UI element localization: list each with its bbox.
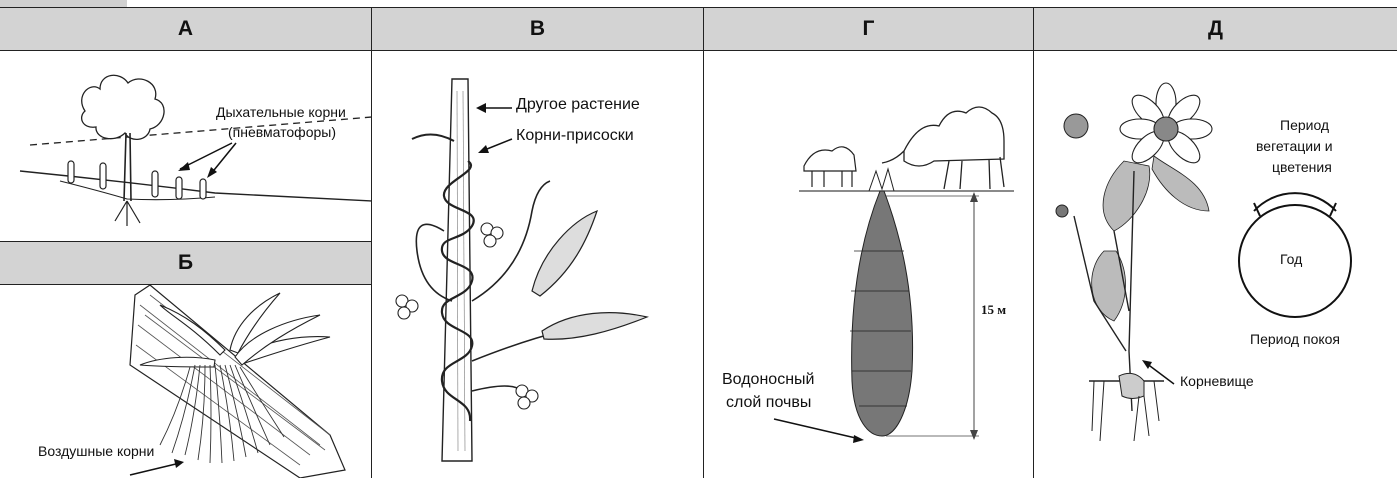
panel-d: Д xyxy=(1034,7,1397,478)
panel-a-header: А xyxy=(0,7,371,51)
panel-b-header: Б xyxy=(0,241,371,285)
panel-a: А Дыхательные корни (пневматофоры) xyxy=(0,7,372,241)
label-aquifer-line1: Водоносный xyxy=(722,371,814,389)
label-year: Год xyxy=(1280,251,1302,267)
label-period-line3: цветения xyxy=(1272,159,1332,175)
label-rest-period: Период покоя xyxy=(1250,331,1340,347)
label-period-line1: Период xyxy=(1280,117,1329,133)
label-breathing-roots: Дыхательные корни xyxy=(216,104,346,120)
label-rhizome: Корневище xyxy=(1180,373,1254,389)
label-pneumatophores: (пневматофоры) xyxy=(228,124,336,140)
panel-v-header: В xyxy=(372,7,703,51)
panel-b: Б Воздушные корни xyxy=(0,241,372,478)
adonis-illustration xyxy=(1034,51,1397,478)
panel-g-header: Г xyxy=(704,7,1033,51)
label-other-plant: Другое растение xyxy=(516,96,640,114)
panel-v: В Другое растение Корни-присоски xyxy=(372,7,704,478)
camelthorn-illustration xyxy=(704,51,1034,478)
mangrove-illustration xyxy=(0,51,372,241)
label-suckers: Корни-присоски xyxy=(516,127,634,145)
label-aerial-roots: Воздушные корни xyxy=(38,443,154,459)
panel-g: Г 15 м Водоносный слой почвы xyxy=(704,7,1034,478)
label-depth: 15 м xyxy=(981,302,1006,318)
label-period-line2: вегетации и xyxy=(1256,138,1333,154)
label-aquifer-line2: слой почвы xyxy=(726,394,811,412)
vine-illustration xyxy=(372,51,704,478)
panel-d-header: Д xyxy=(1034,7,1397,51)
